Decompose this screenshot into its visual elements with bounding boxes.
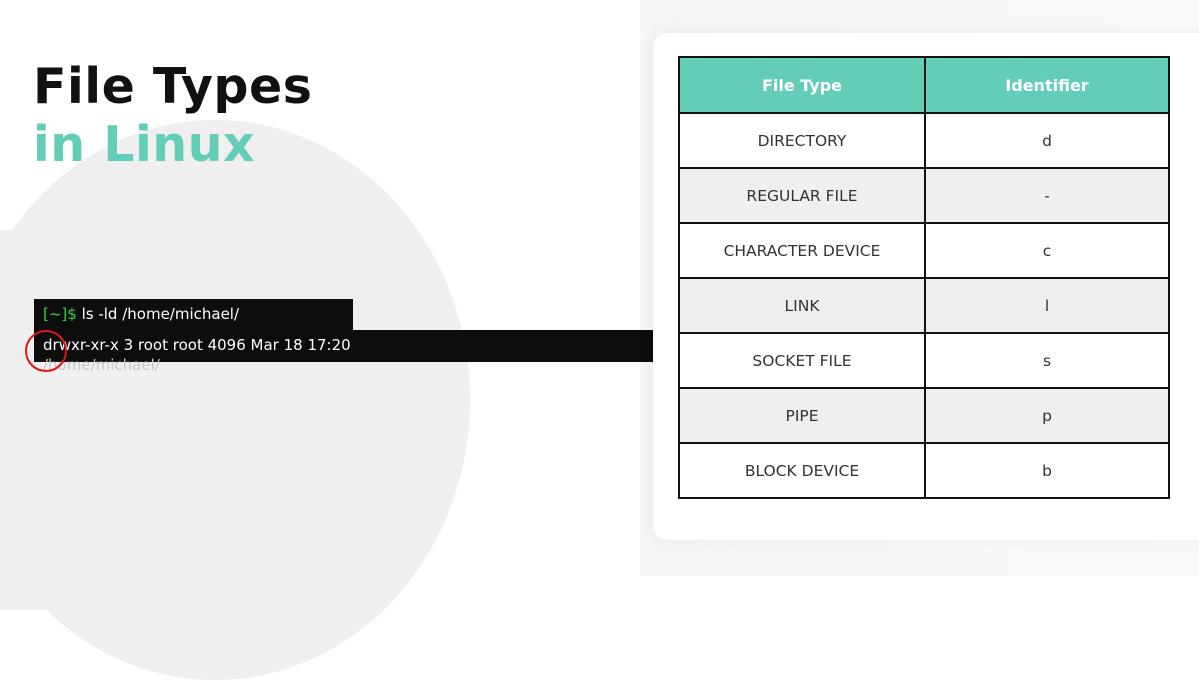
table-row: REGULAR FILE - xyxy=(678,167,1170,224)
terminal-output-wrap: /home/michael/ xyxy=(43,356,160,374)
file-types-table: File Type Identifier DIRECTORY d REGULAR… xyxy=(678,56,1170,499)
title-line-2: in Linux xyxy=(33,116,256,173)
terminal-prompt: [~]$ xyxy=(43,305,77,323)
table-row: DIRECTORY d xyxy=(678,112,1170,169)
file-type-cell: LINK xyxy=(678,277,926,334)
highlight-circle xyxy=(25,330,67,372)
identifier-cell: - xyxy=(924,167,1170,224)
file-type-cell: BLOCK DEVICE xyxy=(678,442,926,499)
identifier-cell: l xyxy=(924,277,1170,334)
header-file-type: File Type xyxy=(678,56,926,114)
file-type-cell: DIRECTORY xyxy=(678,112,926,169)
identifier-cell: b xyxy=(924,442,1170,499)
page-title: File Types in Linux xyxy=(33,58,312,174)
terminal-output: drwxr-xr-x 3 root root 4096 Mar 18 17:20 xyxy=(43,336,351,354)
identifier-cell: s xyxy=(924,332,1170,389)
table-row: PIPE p xyxy=(678,387,1170,444)
identifier-cell: p xyxy=(924,387,1170,444)
terminal-command: ls -ld /home/michael/ xyxy=(76,305,240,323)
identifier-cell: d xyxy=(924,112,1170,169)
background-blob-lower xyxy=(0,230,200,610)
table-row: LINK l xyxy=(678,277,1170,334)
file-type-cell: PIPE xyxy=(678,387,926,444)
identifier-cell: c xyxy=(924,222,1170,279)
terminal-command-line: [~]$ ls -ld /home/michael/ xyxy=(34,299,353,330)
file-type-cell: REGULAR FILE xyxy=(678,167,926,224)
file-type-cell: SOCKET FILE xyxy=(678,332,926,389)
file-type-cell: CHARACTER DEVICE xyxy=(678,222,926,279)
terminal-output-line: drwxr-xr-x 3 root root 4096 Mar 18 17:20 xyxy=(34,330,653,362)
table-row: SOCKET FILE s xyxy=(678,332,1170,389)
table-header-row: File Type Identifier xyxy=(678,56,1170,114)
table-row: BLOCK DEVICE b xyxy=(678,442,1170,499)
table-row: CHARACTER DEVICE c xyxy=(678,222,1170,279)
title-line-1: File Types xyxy=(33,58,313,115)
header-identifier: Identifier xyxy=(924,56,1170,114)
